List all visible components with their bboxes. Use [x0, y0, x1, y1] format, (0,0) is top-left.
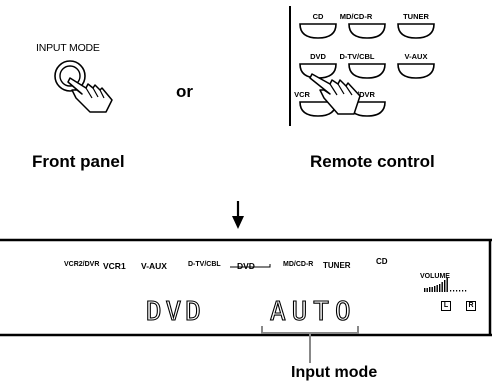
- volume-meter-dots: [450, 290, 467, 292]
- remote-button-v-aux[interactable]: [397, 63, 435, 79]
- vertical-divider: [289, 6, 291, 126]
- remote-label-md-cd-r: MD/CD-R: [339, 12, 373, 21]
- display-panel-frame: [0, 238, 492, 337]
- display-main-right-glyphs: AUTO: [270, 297, 357, 327]
- input-mode-callout-label: Input mode: [291, 364, 378, 381]
- or-connector-text: or: [176, 82, 193, 101]
- display-source-vcr1: VCR1: [103, 261, 126, 271]
- callout-line: [309, 333, 311, 363]
- volume-label: VOLUME: [420, 273, 450, 280]
- down-arrow-icon: [232, 201, 244, 229]
- input-mode-bracket: [261, 326, 359, 334]
- volume-meter-bars: [424, 278, 448, 292]
- display-segments: DVD AUTO: [145, 264, 467, 334]
- remote-label-v-aux: V-AUX: [404, 52, 428, 61]
- display-source-v-aux: V-AUX: [141, 261, 167, 271]
- remote-label-dvd: DVD: [310, 52, 326, 61]
- front-panel-caption: Front panel: [32, 152, 125, 171]
- remote-pressing-hand-icon: [309, 73, 361, 115]
- remote-button-cd[interactable]: [299, 23, 337, 39]
- input-mode-button-label: INPUT MODE: [36, 42, 100, 54]
- active-source-indicator: [230, 264, 271, 268]
- left-channel-indicator: L: [441, 301, 451, 311]
- remote-label-tuner: TUNER: [403, 12, 429, 21]
- display-main-left-glyphs: DVD: [146, 297, 205, 327]
- input-mode-button-illustration[interactable]: [40, 54, 140, 114]
- display-source-vcr2-dvr: VCR2/DVR: [64, 261, 100, 268]
- display-source-cd: CD: [376, 257, 388, 266]
- remote-button-tuner[interactable]: [397, 23, 435, 39]
- right-channel-indicator: R: [466, 301, 476, 311]
- remote-buttons-illustration: [299, 23, 435, 117]
- remote-label-d-tv-cbl: D-TV/CBL: [339, 52, 375, 61]
- display-source-dvd: DVD: [237, 261, 255, 271]
- display-source-md-cd-r: MD/CD-R: [283, 261, 314, 268]
- remote-button-md-cd-r[interactable]: [348, 23, 386, 39]
- remote-label-cd: CD: [312, 12, 324, 21]
- remote-button-d-tv-cbl[interactable]: [348, 63, 386, 79]
- remote-control-caption: Remote control: [310, 152, 435, 171]
- remote-label-vcr: VCR: [294, 90, 310, 99]
- display-source-d-tv-cbl: D-TV/CBL: [188, 261, 221, 268]
- display-source-tuner: TUNER: [323, 261, 351, 270]
- remote-button-dvd[interactable]: [299, 63, 337, 79]
